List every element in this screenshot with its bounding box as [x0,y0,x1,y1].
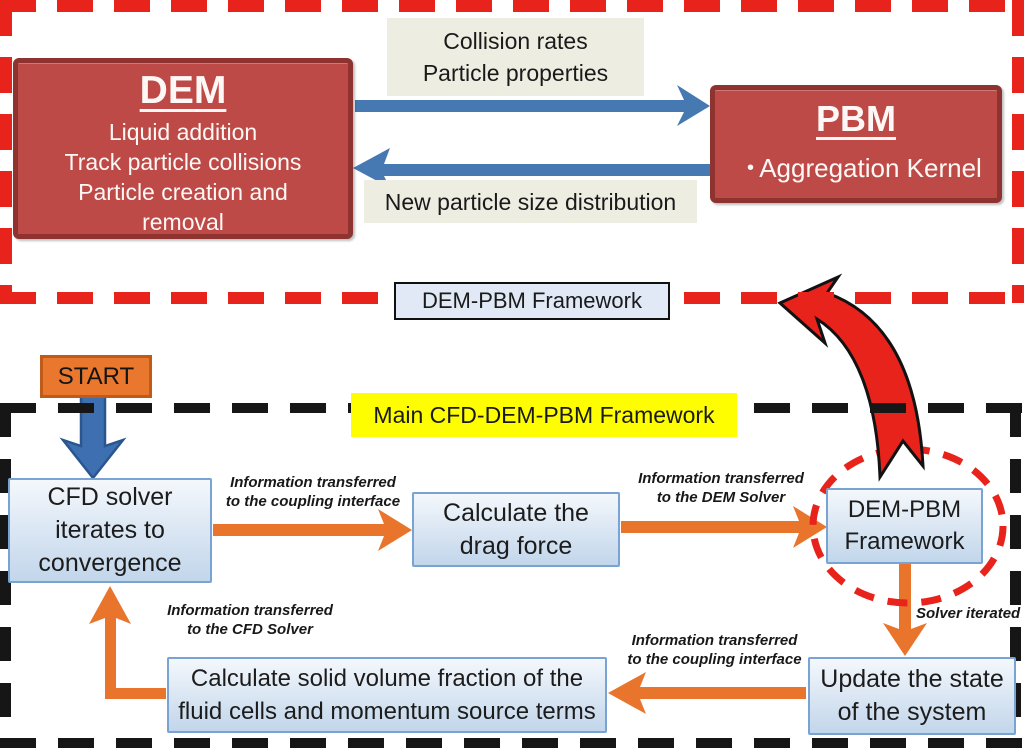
collision-line: Particle properties [422,60,609,86]
orange-arrow-cfd-to-drag [213,509,412,551]
black-frame-left [0,403,11,748]
red-frame-right [1012,0,1024,303]
main-framework-tag: Main CFD-DEM-PBM Framework [351,393,737,437]
note-to-cfd-solver: Information transferred to the CFD Solve… [150,601,350,639]
note-solver-iterated: Solver iterated [916,604,1024,623]
dem-line: Track particle collisions [64,149,302,175]
collision-line: Collision rates [443,28,588,54]
black-frame-bottom [0,738,1024,748]
dem-box: DEM Liquid addition Track particle colli… [13,58,353,239]
drag-line: Calculate the [443,498,589,527]
note-line: Solver iterated [916,605,1021,622]
solid-line: fluid cells and momentum source terms [178,698,596,725]
solid-line: Calculate solid volume fraction of the [190,665,584,692]
new-psd-label: New particle size distribution [364,180,697,223]
framework-tag-text: DEM-PBM Framework [421,288,642,313]
dem-pbm-box: DEM-PBM Framework [826,488,983,564]
main-framework-text: Main CFD-DEM-PBM Framework [373,401,715,428]
red-return-arrow [777,273,925,482]
orange-arrow-solid-to-cfd [89,586,166,699]
note-line: to the DEM Solver [656,489,786,506]
note-line: to the CFD Solver [187,621,313,638]
orange-arrow-update-to-solid [608,672,806,714]
note-line: Information transferred [230,474,396,491]
note-to-coupling-interface-1: Information transferred to the coupling … [222,473,404,511]
cfd-line: CFD solver [47,483,173,511]
dem-line: Particle creation and removal [78,179,288,235]
black-frame-right [1010,403,1021,748]
note-line: to the coupling interface [627,651,802,668]
blue-arrow-left [353,148,710,188]
note-to-dem-solver: Information transferred to the DEM Solve… [630,469,812,507]
drag-force-box: Calculate the drag force [412,492,620,567]
dempbm-line: Framework [844,528,965,555]
blue-arrow-right [355,85,710,126]
update-line: of the system [837,698,987,726]
pbm-item: Aggregation Kernel [759,153,982,183]
drag-line: drag force [459,531,573,560]
collision-rates-label: Collision rates Particle properties [387,18,644,96]
note-line: Information transferred [631,632,798,649]
cfd-solver-box: CFD solver iterates to convergence [8,478,212,583]
note-line: to the coupling interface [225,493,401,510]
note-to-coupling-interface-2: Information transferred to the coupling … [622,631,807,669]
start-box: START [40,355,152,398]
start-text: START [57,362,135,390]
start-arrow [59,392,127,481]
update-state-box: Update the state of the system [808,657,1016,735]
dem-title: DEM [139,69,227,112]
note-line: Information transferred [638,470,804,487]
psd-text: New particle size distribution [384,188,677,215]
cfd-line: convergence [38,549,182,577]
dempbm-line: DEM-PBM [847,496,962,523]
dem-pbm-framework-tag: DEM-PBM Framework [394,282,670,320]
bullet-icon: • [747,157,755,179]
pbm-box: PBM • Aggregation Kernel [710,85,1002,203]
cfd-line: iterates to [55,516,165,544]
red-frame-left [0,0,12,303]
dem-line: Liquid addition [108,119,258,145]
note-line: Information transferred [167,602,333,619]
solid-volume-box: Calculate solid volume fraction of the f… [167,657,607,733]
orange-arrow-dempbm-to-update [883,564,927,656]
red-dashed-circle [809,445,1007,607]
pbm-title: PBM [816,98,896,139]
red-frame-top [0,0,1024,12]
orange-arrow-drag-to-dempbm [621,506,827,548]
update-line: Update the state [820,665,1004,693]
